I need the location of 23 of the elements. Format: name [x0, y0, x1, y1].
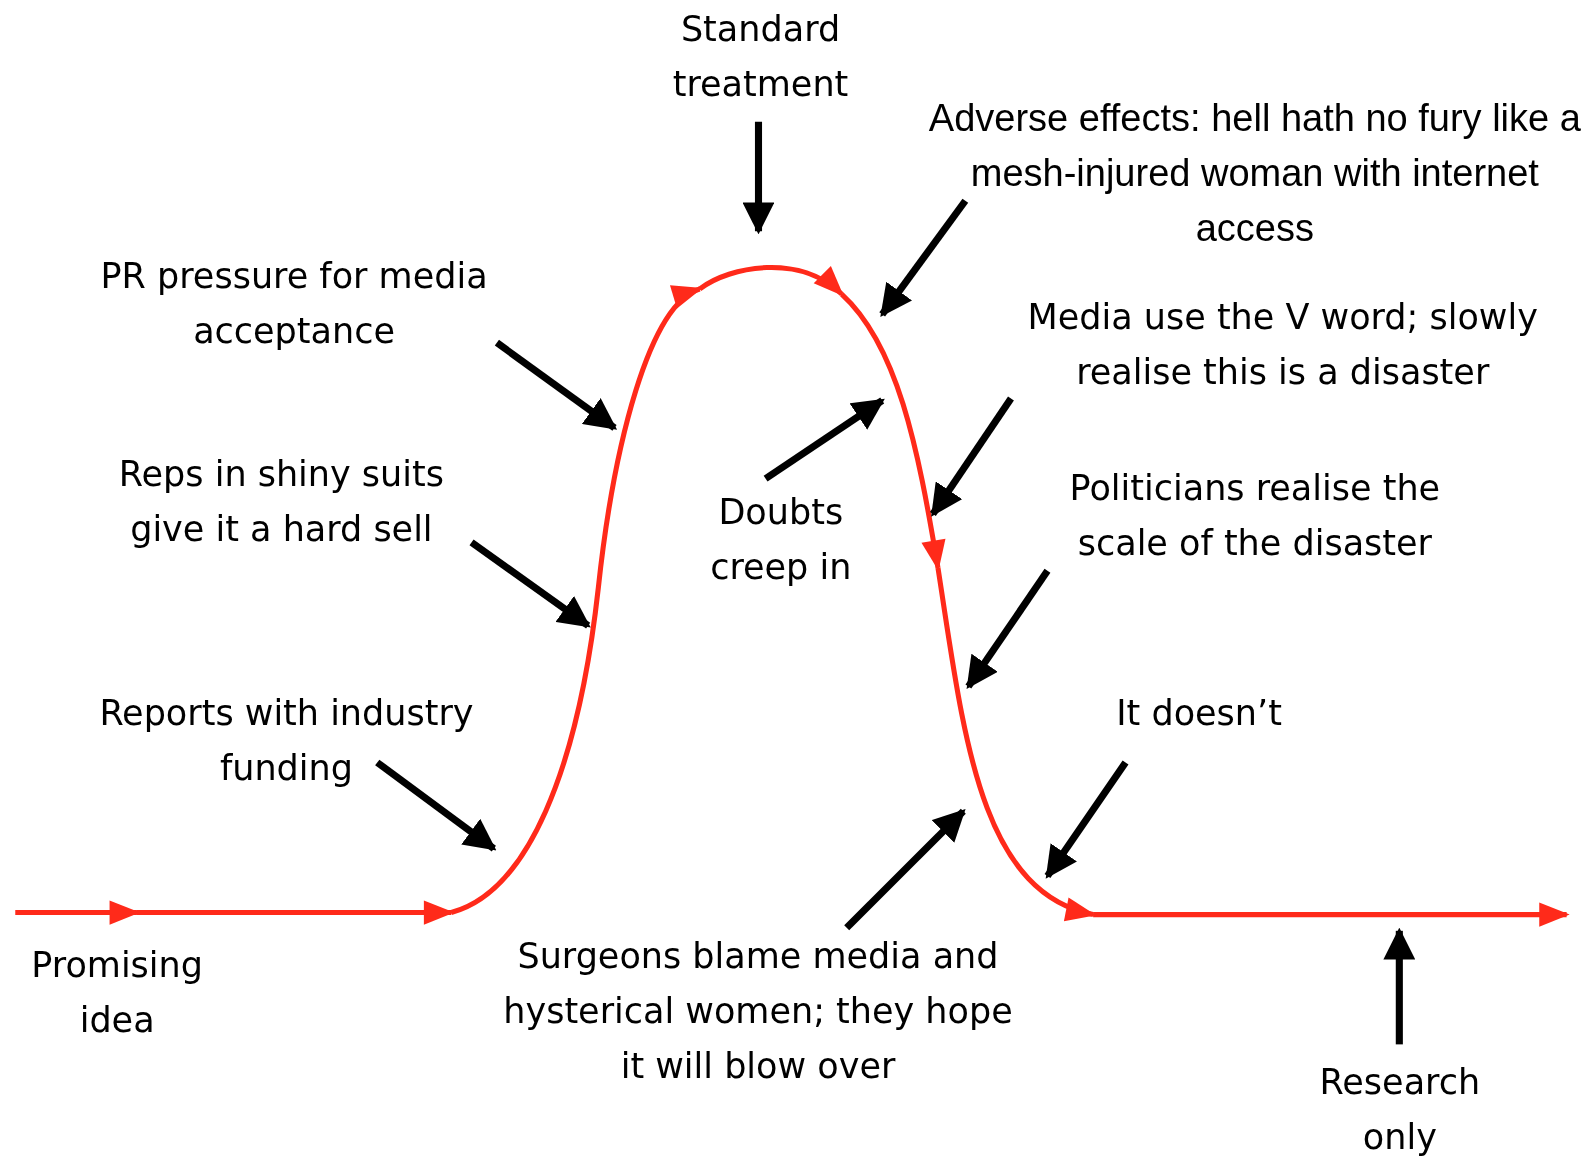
leader-arrow	[929, 396, 1014, 517]
leader-arrow	[965, 568, 1051, 690]
annotation-text: PR pressure for media acceptance	[81, 249, 507, 360]
annotation-text: Media use the V word; slowly realise this is a disaster	[998, 290, 1567, 400]
annotation-text: Reports with industry funding	[76, 686, 497, 797]
annotation-text: Research only	[1306, 1054, 1494, 1162]
stage-label: Promising idea	[30, 943, 204, 1042]
annotation-text: Standard treatment	[659, 2, 862, 112]
annotation-text: Doubts creep in	[699, 484, 862, 595]
leader-arrow	[879, 198, 969, 317]
annotation-text: Adverse effects: hell hath no fury like a mesh-injured woman with internet access	[927, 91, 1582, 257]
leader-arrow	[742, 121, 775, 235]
annotation-text: It doesn’t	[1105, 686, 1293, 742]
leader-arrow	[844, 808, 966, 931]
leader-arrow	[375, 759, 497, 852]
annotation-text: Surgeons blame media and hysterical women; they hope it will blow over	[496, 928, 1020, 1094]
leader-arrow	[1383, 927, 1416, 1045]
annotation-text: Reps in shiny suits give it a hard sell	[106, 447, 457, 558]
leader-arrow	[469, 539, 591, 629]
leader-arrow	[494, 339, 618, 431]
leader-arrow	[763, 397, 885, 482]
leader-arrow	[1044, 760, 1129, 879]
annotation-text: Politicians realise the scale of the disaster	[1049, 461, 1461, 572]
